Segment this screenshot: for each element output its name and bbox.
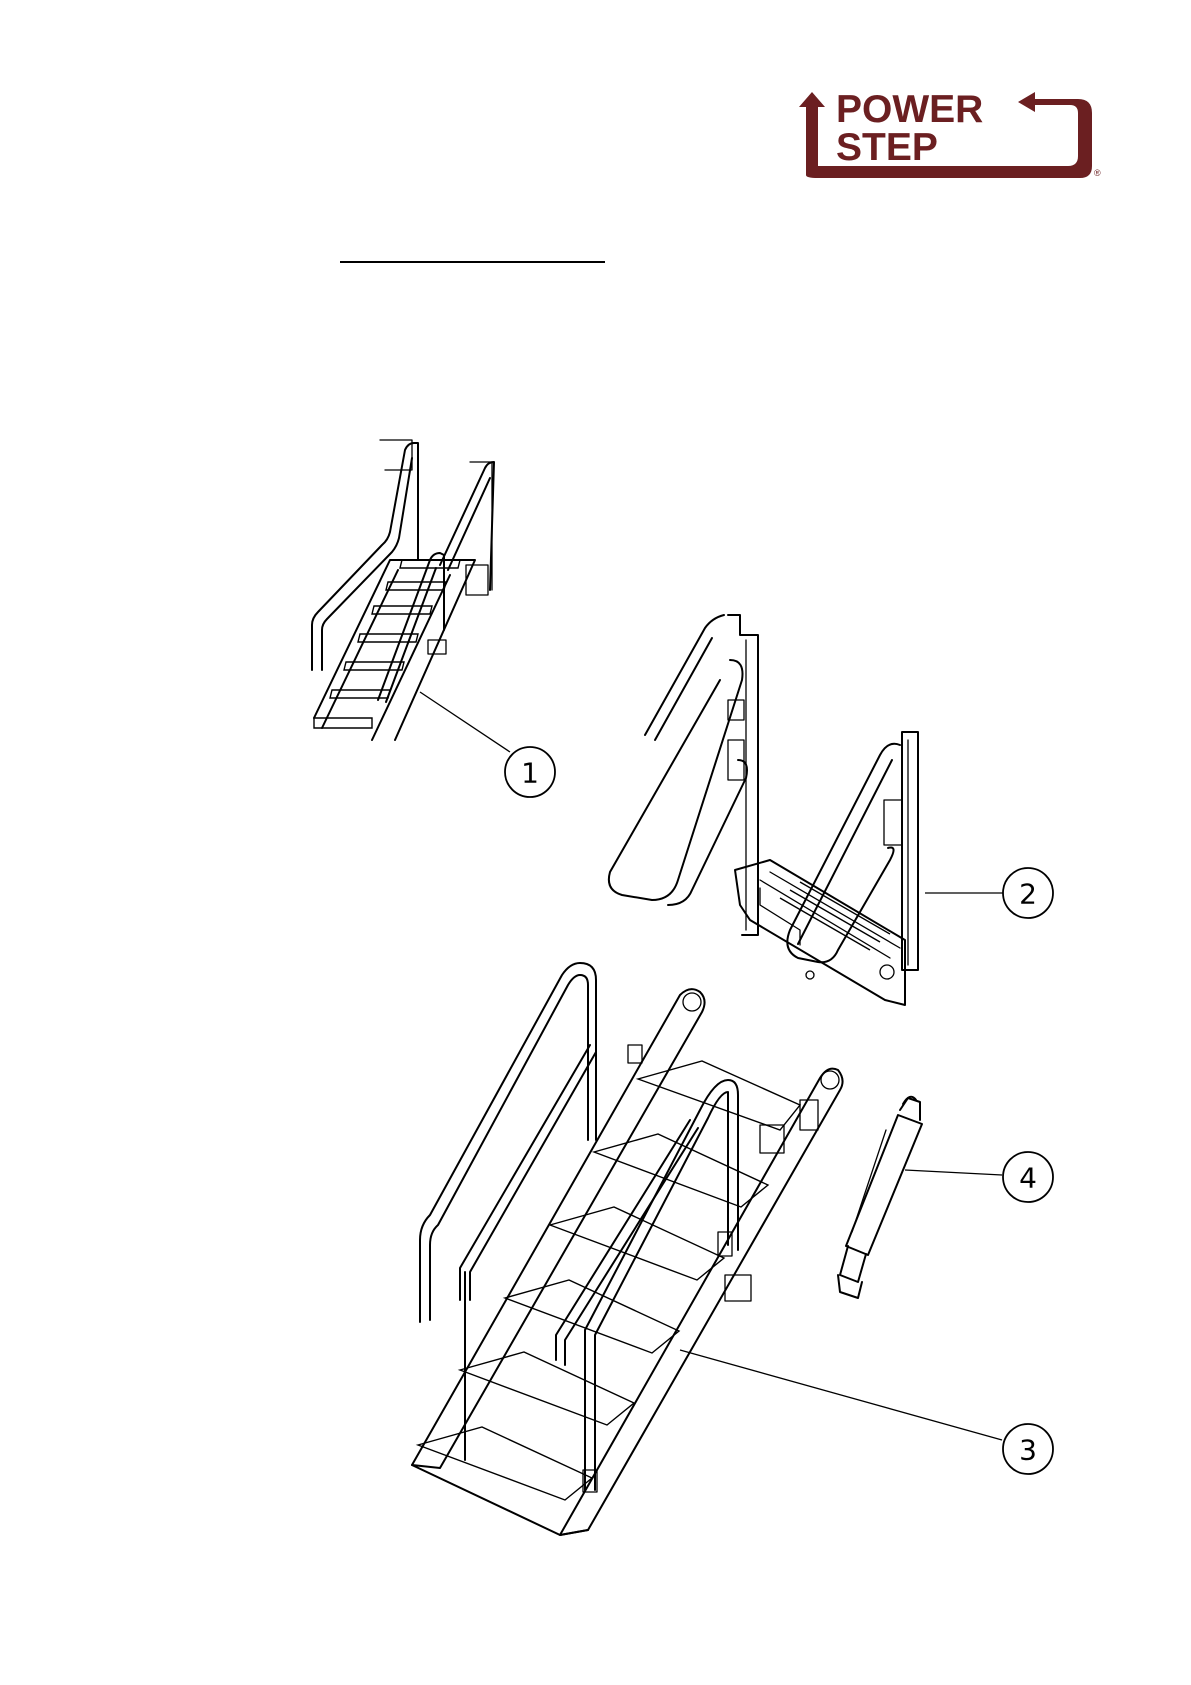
lower-stair-section-drawing <box>412 963 843 1535</box>
callout-3: 3 <box>1003 1424 1053 1474</box>
callout-2-label: 2 <box>1019 878 1037 911</box>
registered-mark: ® <box>1094 168 1101 178</box>
stair-assembly-drawing <box>312 440 494 740</box>
power-step-logo: POWER STEP ® <box>799 88 1101 178</box>
callout-1-label: 1 <box>521 757 539 790</box>
lower-stair-treads <box>418 1061 800 1500</box>
hydraulic-cylinder-drawing <box>838 1097 922 1298</box>
logo-line-power: POWER <box>836 88 983 131</box>
logo-line-step: STEP <box>836 126 938 169</box>
callout-3-label: 3 <box>1019 1434 1037 1467</box>
callout-2: 2 <box>1003 868 1053 918</box>
callout-4: 4 <box>1003 1152 1053 1202</box>
callout-1: 1 <box>505 747 555 797</box>
upper-hinge-section-drawing <box>609 615 918 1005</box>
callout-4-label: 4 <box>1019 1162 1037 1195</box>
